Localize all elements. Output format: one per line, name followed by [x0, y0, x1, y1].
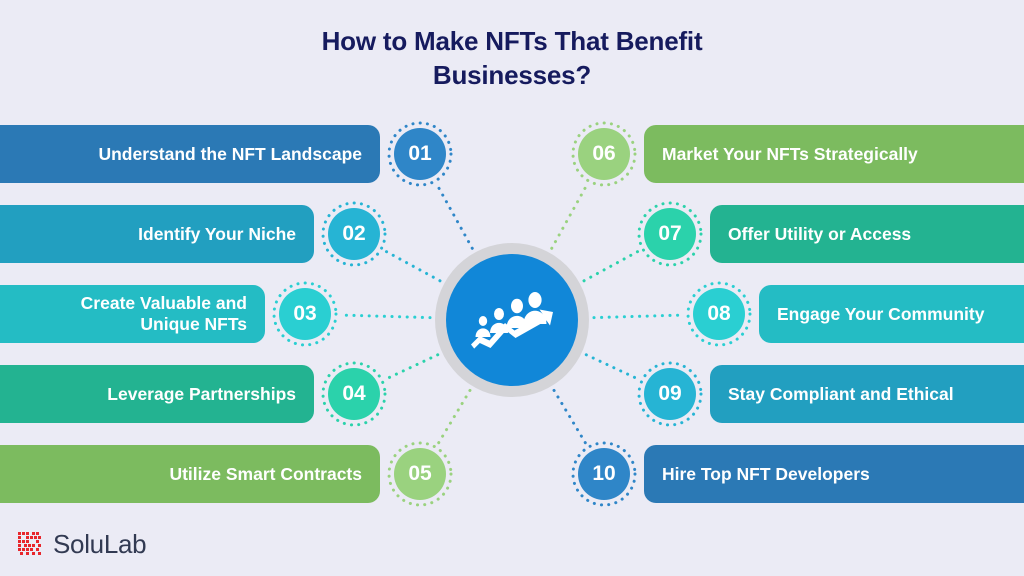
step-row-02[interactable]: Identify Your Niche 02 [0, 201, 387, 267]
step-number-circle-04[interactable]: 04 [321, 361, 387, 427]
step-label-text: Understand the NFT Landscape [98, 143, 362, 164]
step-label-bar-05[interactable]: Utilize Smart Contracts [0, 445, 380, 503]
step-label-bar-03[interactable]: Create Valuable and Unique NFTs [0, 285, 265, 343]
step-label-text: Stay Compliant and Ethical [728, 383, 954, 404]
step-number-circle-09[interactable]: 09 [637, 361, 703, 427]
step-label-text: Market Your NFTs Strategically [662, 143, 918, 164]
step-label-text: Offer Utility or Access [728, 223, 912, 244]
page-title-line-1: How to Make NFTs That Benefit [321, 26, 703, 56]
dotted-ring [637, 361, 703, 427]
step-row-03[interactable]: Create Valuable and Unique NFTs 03 [0, 281, 338, 347]
step-row-05[interactable]: Utilize Smart Contracts 05 [0, 441, 453, 507]
step-number-text: 06 [592, 142, 616, 165]
step-number-circle-03[interactable]: 03 [272, 281, 338, 347]
dotted-ring [387, 121, 453, 187]
center-medallion [435, 243, 589, 397]
step-row-10[interactable]: 10 Hire Top NFT Developers [571, 441, 1024, 507]
step-label-bar-06[interactable]: Market Your NFTs Strategically [644, 125, 1024, 183]
step-row-06[interactable]: 06 Market Your NFTs Strategically [571, 121, 1024, 187]
step-label-bar-10[interactable]: Hire Top NFT Developers [644, 445, 1024, 503]
solulab-logo-text: SoluLab [53, 529, 147, 559]
dotted-ring [321, 361, 387, 427]
step-number-circle-10[interactable]: 10 [571, 441, 637, 507]
center-disc [446, 254, 578, 386]
step-number-circle-07[interactable]: 07 [637, 201, 703, 267]
step-label-bar-08[interactable]: Engage Your Community [759, 285, 1024, 343]
dotted-ring [686, 281, 752, 347]
step-number-text: 01 [408, 142, 432, 165]
step-label-bar-04[interactable]: Leverage Partnerships [0, 365, 314, 423]
step-label-text: Engage Your Community [777, 303, 985, 324]
step-row-04[interactable]: Leverage Partnerships 04 [0, 361, 387, 427]
connector-line-06 [550, 182, 590, 250]
step-number-text: 03 [293, 302, 317, 325]
connector-line-08 [592, 313, 687, 320]
step-label-text: Leverage Partnerships [107, 383, 296, 404]
solulab-qr-mark-icon [18, 531, 41, 555]
step-number-circle-05[interactable]: 05 [387, 441, 453, 507]
step-number-text: 10 [592, 462, 616, 485]
page-title: How to Make NFTs That Benefit Businesses… [0, 24, 1024, 93]
dotted-ring [637, 201, 703, 267]
connector-line-03 [337, 313, 432, 320]
connector-line-09 [584, 353, 641, 382]
step-row-09[interactable]: 09 Stay Compliant and Ethical [637, 361, 1024, 427]
page-title-line-2: Businesses? [432, 60, 592, 91]
step-label-bar-09[interactable]: Stay Compliant and Ethical [710, 365, 1024, 423]
step-row-08[interactable]: 08 Engage Your Community [686, 281, 1024, 347]
connector-line-04 [383, 353, 440, 382]
step-number-text: 09 [658, 382, 682, 405]
people-growth-arrow-icon [471, 292, 553, 349]
step-row-01[interactable]: Understand the NFT Landscape 01 [0, 121, 453, 187]
step-label-text: Identify Your Niche [138, 223, 296, 244]
step-label-bar-01[interactable]: Understand the NFT Landscape [0, 125, 380, 183]
step-label-bar-07[interactable]: Offer Utility or Access [710, 205, 1024, 263]
step-number-text: 02 [342, 222, 366, 245]
step-number-text: 07 [658, 222, 682, 245]
step-number-circle-02[interactable]: 02 [321, 201, 387, 267]
step-label-bar-02[interactable]: Identify Your Niche [0, 205, 314, 263]
step-label-text: Create Valuable and Unique NFTs [80, 293, 247, 334]
connector-line-01 [434, 182, 474, 250]
dotted-ring [321, 201, 387, 267]
connector-line-05 [435, 388, 472, 447]
step-number-text: 05 [408, 462, 432, 485]
step-number-text: 08 [707, 302, 731, 325]
connector-line-07 [582, 248, 642, 283]
step-row-07[interactable]: 07 Offer Utility or Access [637, 201, 1024, 267]
connector-line-10 [552, 388, 589, 447]
step-label-text: Utilize Smart Contracts [169, 463, 362, 484]
connector-line-02 [382, 248, 442, 283]
dotted-ring [571, 121, 637, 187]
step-number-circle-08[interactable]: 08 [686, 281, 752, 347]
dotted-ring [387, 441, 453, 507]
step-number-text: 04 [342, 382, 366, 405]
step-number-circle-01[interactable]: 01 [387, 121, 453, 187]
step-number-circle-06[interactable]: 06 [571, 121, 637, 187]
dotted-ring [272, 281, 338, 347]
solulab-logo[interactable]: SoluLab [18, 529, 147, 560]
dotted-ring [571, 441, 637, 507]
step-label-text: Hire Top NFT Developers [662, 463, 870, 484]
